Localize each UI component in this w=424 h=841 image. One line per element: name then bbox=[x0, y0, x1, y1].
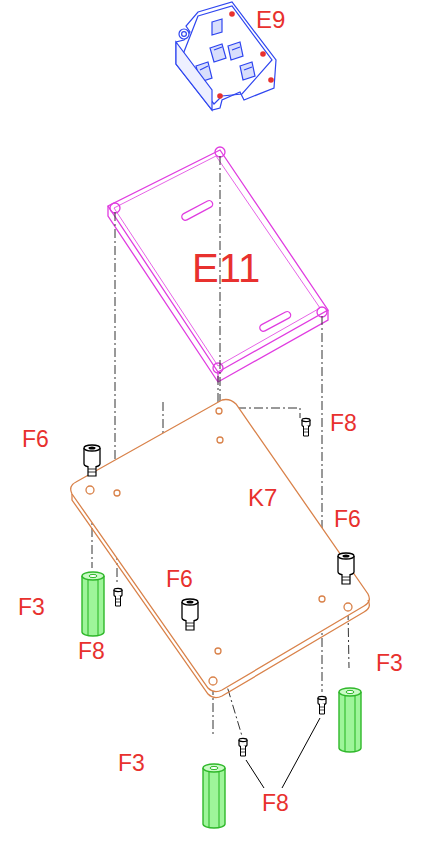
part-label: F3 bbox=[118, 752, 145, 775]
part-label: F3 bbox=[18, 596, 45, 619]
part-label: F3 bbox=[376, 652, 403, 675]
small-screw bbox=[302, 418, 310, 436]
part-label: F6 bbox=[166, 568, 193, 591]
part-label: E9 bbox=[256, 8, 285, 32]
small-screw bbox=[239, 738, 247, 756]
base-plate bbox=[71, 400, 370, 698]
part-label: E11 bbox=[192, 248, 260, 288]
part-label: F6 bbox=[22, 428, 49, 451]
leader-line bbox=[246, 718, 320, 788]
cap-screw bbox=[182, 599, 198, 630]
part-label: F6 bbox=[334, 508, 361, 531]
cap-screw bbox=[84, 445, 100, 476]
mounting-plate bbox=[108, 147, 328, 382]
hex-standoff bbox=[339, 688, 361, 752]
hex-standoff bbox=[203, 764, 225, 828]
part-label: F8 bbox=[262, 792, 289, 815]
small-screw bbox=[114, 588, 122, 606]
part-label: K7 bbox=[248, 486, 277, 510]
part-label: F8 bbox=[78, 640, 105, 663]
hex-standoff bbox=[82, 572, 104, 636]
small-screw bbox=[318, 696, 326, 714]
cap-screw bbox=[338, 553, 354, 584]
part-label: F8 bbox=[330, 412, 357, 435]
